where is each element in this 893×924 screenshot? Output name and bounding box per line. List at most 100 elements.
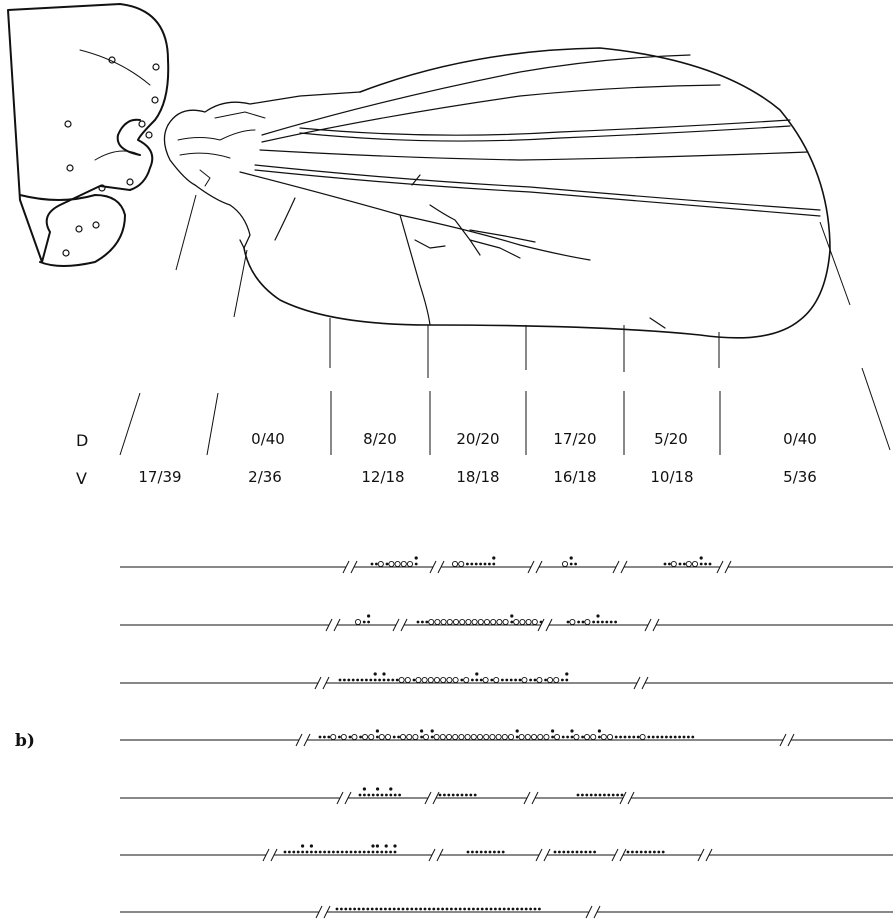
- sensillum-dot: [369, 679, 372, 682]
- sensillum-dot: [371, 908, 374, 911]
- dorsal-counts: 0/40 8/20 20/20 17/20 5/20 0/40: [251, 430, 817, 448]
- sensillum-open: [459, 561, 464, 566]
- sensillum-open: [562, 561, 567, 566]
- sensillum-open: [352, 734, 357, 739]
- sensillum-dot: [631, 851, 634, 854]
- sensillum-dot: [709, 563, 712, 566]
- sensillum-dot: [336, 908, 339, 911]
- sensillum-dot: [704, 563, 707, 566]
- sensillum-dot: [679, 563, 682, 566]
- sensillum-dot: [597, 621, 600, 624]
- sensillum-dot: [470, 563, 473, 566]
- sensillum-open: [526, 619, 531, 624]
- sensillum-open: [584, 734, 589, 739]
- sensillum-dot: [510, 679, 513, 682]
- sensillum-dot: [520, 908, 523, 911]
- sensillum-dot: [415, 908, 418, 911]
- sensillum-open: [478, 619, 483, 624]
- sensillum-dot: [328, 851, 331, 854]
- wing-drawing: [8, 4, 830, 338]
- sensillum-dot: [516, 729, 519, 732]
- sensillum-dot: [461, 794, 464, 797]
- sensillum-dot: [319, 851, 322, 854]
- sensillum-dot: [352, 679, 355, 682]
- sensillum-dot: [359, 794, 362, 797]
- sensillum-dot: [565, 679, 568, 682]
- sensillum-dot: [576, 851, 579, 854]
- sensillum-open: [453, 734, 458, 739]
- sensillum-dot: [479, 563, 482, 566]
- sensillum-dot: [388, 908, 391, 911]
- sensillum-open: [441, 677, 446, 682]
- sensillum-dot: [415, 556, 418, 559]
- sensillum-dot: [485, 908, 488, 911]
- sensillum-open: [522, 677, 527, 682]
- sensillum-open: [435, 619, 440, 624]
- sensillum-open: [490, 734, 495, 739]
- sensillum-open: [466, 619, 471, 624]
- sensillum-open: [452, 561, 457, 566]
- sensillum-dot: [652, 736, 655, 739]
- sensillum-dot: [382, 672, 385, 675]
- sensillum-dot: [599, 794, 602, 797]
- sensillum-dot: [420, 736, 423, 739]
- sensillum-dot: [653, 851, 656, 854]
- sensillum-dot: [484, 851, 487, 854]
- sensillum-dot: [385, 844, 388, 847]
- sensillum-open: [331, 734, 336, 739]
- sensillum-open: [554, 734, 559, 739]
- sensillum-dot: [363, 787, 366, 790]
- sensillum-dot: [367, 614, 370, 617]
- ventral-count: 12/18: [361, 468, 404, 486]
- sensillum-dot: [376, 736, 379, 739]
- sensillum-dot: [582, 621, 585, 624]
- sensillum-dot: [365, 679, 368, 682]
- sensillum-dot: [505, 679, 508, 682]
- dorsal-count: 5/20: [654, 430, 688, 448]
- sensillum-open: [459, 734, 464, 739]
- sensillum-dot: [529, 908, 532, 911]
- sensillum-open: [401, 561, 406, 566]
- sensillum-dot: [489, 851, 492, 854]
- sensillum-dot: [601, 621, 604, 624]
- sensillum-dot: [393, 908, 396, 911]
- sensillum-open: [472, 619, 477, 624]
- sensillum-dot: [361, 679, 364, 682]
- sensillum-open: [607, 734, 612, 739]
- sensillum-dot: [580, 851, 583, 854]
- sensillum-dot: [647, 736, 650, 739]
- sensillum-dot: [374, 679, 377, 682]
- sensillum-dot: [389, 794, 392, 797]
- sensillum-open: [640, 734, 645, 739]
- sensillum-dot: [310, 844, 313, 847]
- sensillum-dot: [417, 621, 420, 624]
- sensillum-dot: [389, 851, 392, 854]
- sensillum-dot: [574, 563, 577, 566]
- sensillum-dot: [456, 794, 459, 797]
- sensillum-dot: [471, 679, 474, 682]
- sensillum-dot: [447, 794, 450, 797]
- sensillum-dot: [356, 679, 359, 682]
- sensillum-dot: [385, 794, 388, 797]
- sensillum-dot: [396, 679, 399, 682]
- sensillum-open: [389, 561, 394, 566]
- sensillum-open: [497, 619, 502, 624]
- thorax-lobes: [8, 4, 168, 266]
- sensillum-dot: [640, 851, 643, 854]
- sensillum-open: [531, 734, 536, 739]
- sensillum-dot: [577, 621, 580, 624]
- sensillum-dot: [507, 908, 510, 911]
- sensillum-dot: [385, 851, 388, 854]
- sensillum-open: [362, 734, 367, 739]
- sensillum-dot: [610, 621, 613, 624]
- sensillum-dot: [632, 736, 635, 739]
- sensillum-dot: [466, 563, 469, 566]
- sensillum-dot: [452, 794, 455, 797]
- sensillum-dot: [387, 679, 390, 682]
- sensillum-dot: [431, 729, 434, 732]
- sensillum-dot: [472, 908, 475, 911]
- sensillum-dot: [389, 787, 392, 790]
- sensillum-dot: [371, 844, 374, 847]
- sensillum-dot: [397, 908, 400, 911]
- sensillum-open: [385, 734, 390, 739]
